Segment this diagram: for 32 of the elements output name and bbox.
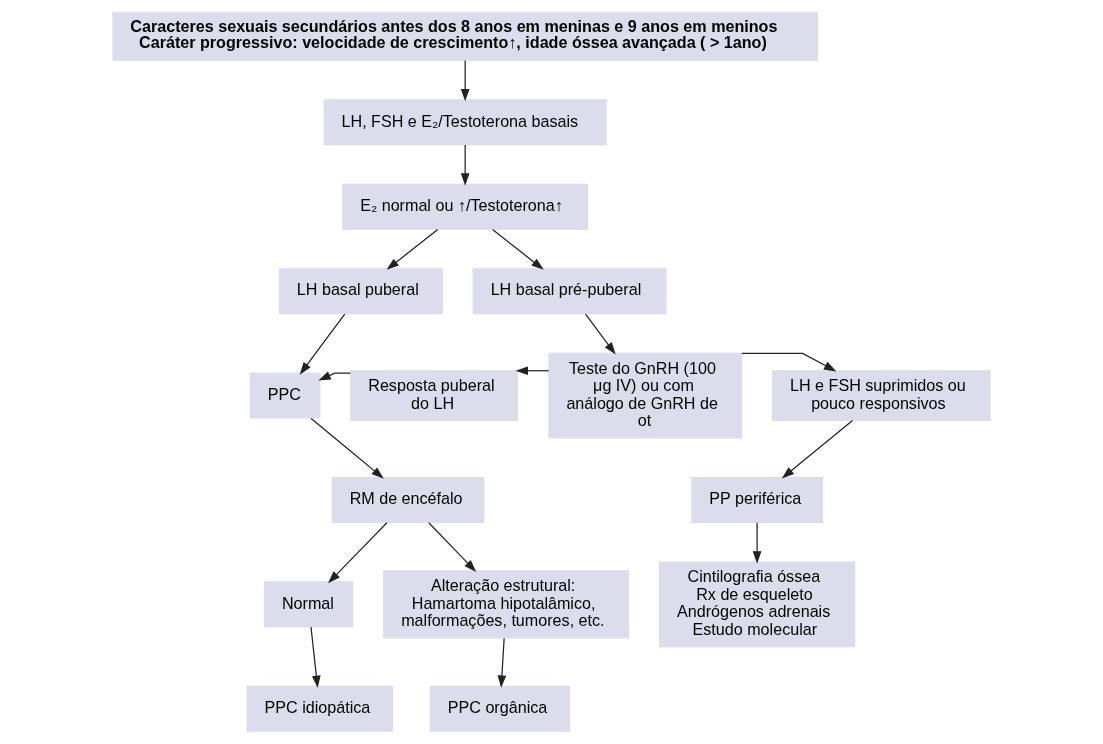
node-box: LH basal pré-puberal [472, 268, 667, 315]
arrow [781, 419, 854, 479]
arrow [428, 522, 477, 572]
node-box: E₂ normal ou ↑/Testoterona↑ [342, 183, 589, 230]
node-box: LH, FSH e E₂/Testoterona basais [323, 99, 607, 146]
node-box: Caracteres sexuais secundários antes dos 8 anos em meninas e 9 anos em meninos Caráter progressivo: velocidade de crescimento↑, idade óssea avançada ( > 1ano) [112, 12, 818, 61]
node-box: RM de encéfalo [331, 477, 485, 523]
arrow [460, 144, 470, 186]
arrow [515, 366, 550, 376]
arrow [299, 313, 346, 375]
node-box: PP periférica [691, 477, 823, 523]
arrow [491, 228, 544, 270]
node-box: LH basal puberal [278, 268, 443, 315]
node-box: Cintilografia óssea Rx de esqueleto Andrógenos adrenais Estudo molecular [658, 561, 856, 648]
node-box: PPC [249, 372, 321, 419]
arrow [328, 522, 388, 584]
arrow [752, 522, 762, 564]
arrow [386, 228, 439, 270]
node-box: Resposta puberal do LH [350, 370, 518, 422]
node-box: Normal [263, 581, 354, 628]
arrow [318, 371, 352, 381]
arrow [584, 313, 616, 355]
node-box: Alteração estrutural: Hamartoma hipotalâmico, malformações, tumores, etc. [383, 570, 630, 639]
arrow [310, 626, 321, 689]
node-box: PPC orgânica [429, 685, 571, 732]
arrow [310, 417, 384, 479]
arrow [460, 59, 470, 102]
arrow [497, 637, 507, 688]
node-box: LH e FSH suprimidos ou pouco responsivos [772, 370, 991, 422]
node-box: Teste do GnRH (100 μg IV) ou com análogo de GnRH de ot [548, 352, 743, 439]
node-box: PPC idiopática [246, 685, 394, 732]
arrow [741, 352, 837, 372]
